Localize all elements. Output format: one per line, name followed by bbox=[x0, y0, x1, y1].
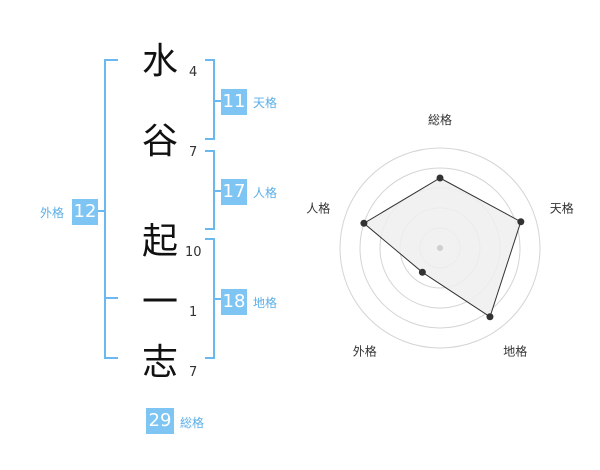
gaikaku-label: 外格 bbox=[40, 206, 65, 220]
jinkaku-bracket bbox=[205, 150, 215, 230]
chikaku-label: 地格 bbox=[253, 296, 278, 310]
tenkaku-label: 天格 bbox=[253, 96, 278, 110]
radar-axis-label-4: 外格 bbox=[353, 344, 377, 359]
stroke-count-5: 7 bbox=[189, 365, 198, 380]
jinkaku-badge: 17 bbox=[221, 179, 247, 205]
radar-point-4 bbox=[418, 268, 426, 276]
radar-axis-label-5: 人格 bbox=[306, 200, 330, 215]
soukaku-label: 総格 bbox=[180, 416, 205, 430]
stroke-count-2: 7 bbox=[189, 145, 198, 160]
gaikaku-bracket bbox=[104, 59, 118, 359]
radar-center-dot bbox=[437, 245, 443, 251]
name-char-4: 一 bbox=[141, 282, 178, 323]
gaikaku-badge: 12 bbox=[72, 199, 98, 225]
radar-axis-label-3: 地格 bbox=[503, 344, 527, 359]
radar-point-2 bbox=[517, 218, 525, 226]
stroke-count-1: 4 bbox=[189, 65, 198, 80]
name-char-1: 水 bbox=[141, 41, 178, 82]
radar-grid-ring-5 bbox=[339, 147, 541, 349]
name-char-5: 志 bbox=[141, 342, 178, 383]
radar-point-1 bbox=[436, 174, 444, 182]
radar-points bbox=[360, 174, 525, 321]
radar-grid-ring-4 bbox=[359, 167, 521, 329]
radar-point-3 bbox=[486, 313, 494, 321]
jinkaku-label: 人格 bbox=[253, 186, 278, 200]
stroke-count-3: 10 bbox=[185, 245, 202, 260]
radar-axis-label-2: 天格 bbox=[550, 200, 574, 215]
chikaku-badge: 18 bbox=[221, 289, 247, 315]
name-char-2: 谷 bbox=[141, 121, 178, 162]
radar-point-5 bbox=[360, 219, 368, 227]
radar-axis-label-1: 総格 bbox=[428, 112, 452, 127]
name-char-3: 起 bbox=[141, 221, 178, 262]
stroke-count-4: 1 bbox=[189, 305, 198, 320]
soukaku-badge: 29 bbox=[146, 408, 174, 434]
tenkaku-bracket bbox=[205, 59, 215, 140]
chikaku-bracket bbox=[205, 238, 215, 359]
tenkaku-badge: 11 bbox=[221, 89, 247, 115]
